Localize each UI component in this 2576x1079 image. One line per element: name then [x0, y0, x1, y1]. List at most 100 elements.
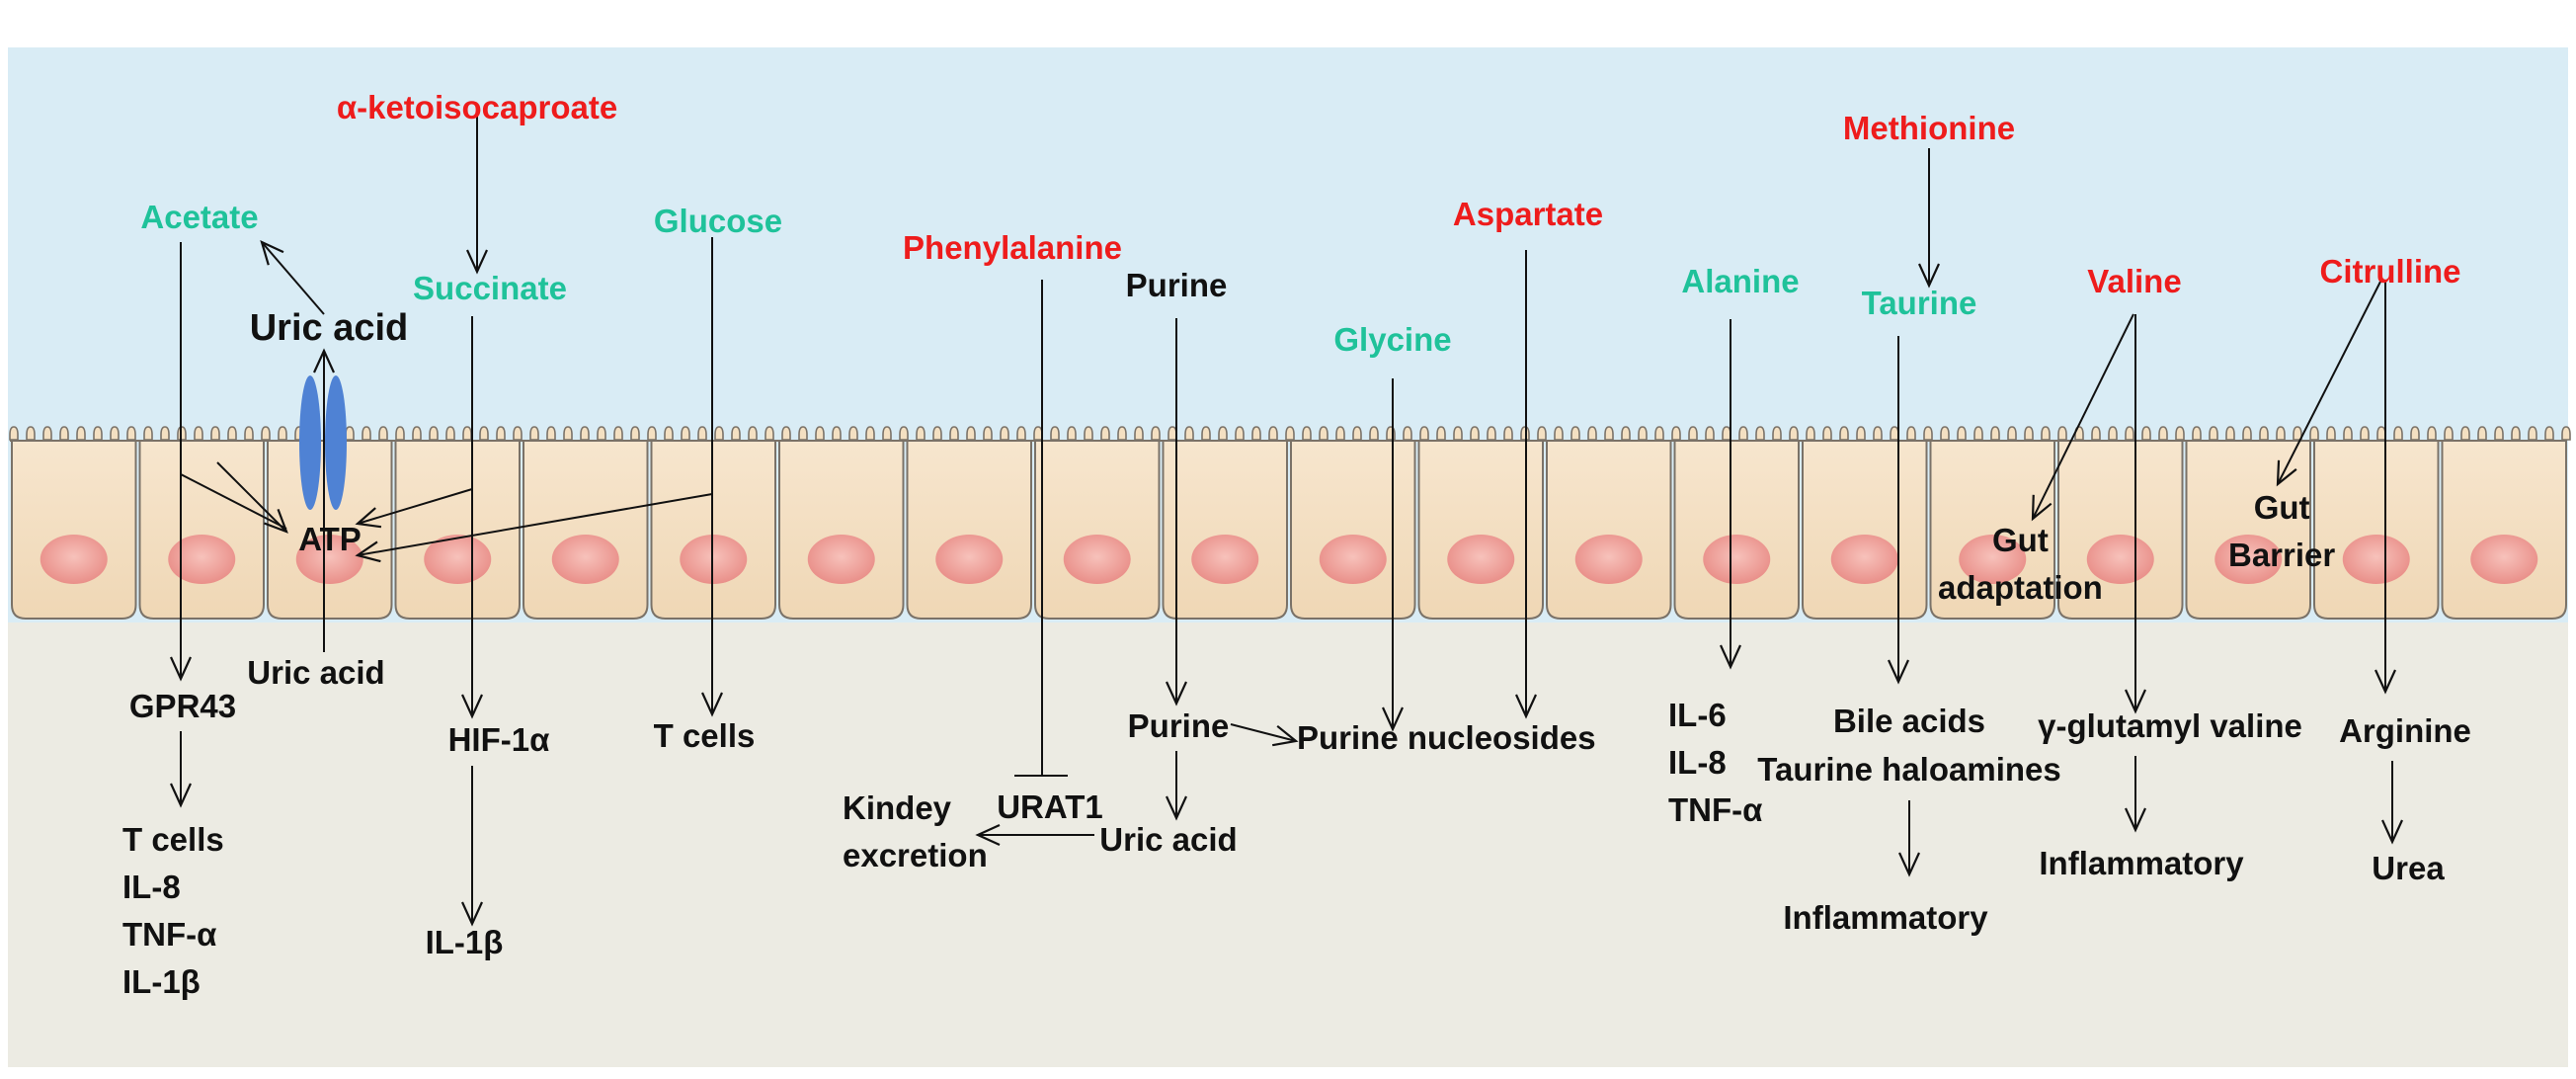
- cell-nucleus: [551, 535, 619, 584]
- label-succinate: Succinate: [413, 270, 567, 306]
- alanine-effect-tnfa: TNF-α: [1668, 791, 1763, 828]
- label-taurine: Taurine: [1861, 285, 1977, 321]
- gut-barrier-line-2: Barrier: [2228, 537, 2336, 573]
- label-uric-acid-basal: Uric acid: [247, 654, 385, 691]
- cell-nucleus: [1447, 535, 1515, 584]
- label-taurine-inflammatory: Inflammatory: [1783, 899, 1988, 936]
- label-purine-mid: Purine: [1127, 707, 1230, 744]
- label-phenylalanine: Phenylalanine: [903, 229, 1122, 266]
- cell-nucleus: [1319, 535, 1387, 584]
- cell-nucleus: [1191, 535, 1259, 584]
- label-glucose: Glucose: [653, 203, 783, 239]
- cell-nucleus: [295, 535, 363, 584]
- gut-barrier-line-1: Gut: [2253, 489, 2310, 526]
- epithelial-cells: [10, 440, 2567, 620]
- label-aspartate: Aspartate: [1452, 196, 1604, 232]
- label-il1b: IL-1β: [425, 924, 504, 960]
- epithelial-cell: [1802, 440, 1928, 620]
- acetate-effect-tnfa: TNF-α: [122, 916, 217, 953]
- arrow-glucose-to-atp: [355, 493, 713, 563]
- epithelial-cell: [138, 440, 265, 620]
- label-gpr43: GPR43: [128, 688, 237, 724]
- arrow-valine-to-gut-adaptation: [2031, 313, 2134, 522]
- epithelial-cell: [394, 440, 521, 620]
- gut-adaptation-line-2: adaptation: [1938, 569, 2103, 606]
- label-valine: Valine: [2087, 263, 2182, 299]
- gut-barrier-label: Gut Barrier: [2228, 484, 2335, 579]
- epithelial-cell: [1546, 440, 1672, 620]
- arrow-uric-acid-to-acetate: [260, 239, 325, 315]
- label-alanine: Alanine: [1681, 263, 1800, 299]
- epithelial-cell: [2057, 440, 2184, 620]
- epithelial-cell: [1034, 440, 1161, 620]
- epithelial-cell: [1929, 440, 2055, 620]
- cell-nucleus: [1574, 535, 1643, 584]
- epithelial-cell: [523, 440, 649, 620]
- label-bile-acids: Bile acids: [1832, 703, 1986, 739]
- cell-nucleus: [2342, 535, 2410, 584]
- label-atp: ATP: [298, 521, 362, 557]
- alanine-effect-il6: IL-6: [1668, 697, 1727, 733]
- microvilli: [9, 426, 2571, 441]
- transporter-left: [299, 375, 321, 510]
- kidney-excretion-line-2: excretion: [843, 837, 988, 873]
- label-uric-acid-lumen: Uric acid: [249, 307, 409, 349]
- label-arginine: Arginine: [2339, 712, 2471, 749]
- cell-nucleus: [2086, 535, 2154, 584]
- gut-adaptation-line-1: Gut: [1992, 522, 2049, 558]
- kidney-excretion-line-1: Kindey: [843, 789, 952, 826]
- cell-nucleus: [1830, 535, 1898, 584]
- label-acetate: Acetate: [140, 199, 259, 235]
- cell-nucleus: [1063, 535, 1131, 584]
- cell-nucleus: [680, 535, 748, 584]
- epithelial-cell: [2313, 440, 2440, 620]
- epithelial-cell: [650, 440, 776, 620]
- label-ketoisocaproate: α-ketoisocaproate: [336, 89, 618, 125]
- label-urat1: URAT1: [997, 788, 1103, 825]
- kidney-excretion-label: Kindey excretion: [843, 785, 988, 879]
- epithelial-cell: [2441, 440, 2567, 620]
- microvilli-fringe: [9, 426, 2571, 441]
- epithelial-cell: [1417, 440, 1544, 620]
- arrow-purine-to-nucleosides: [1230, 723, 1299, 747]
- label-taurine-haloamines: Taurine haloamines: [1757, 751, 2061, 788]
- acetate-effect-t-cells: T cells: [122, 821, 224, 858]
- label-urea: Urea: [2372, 850, 2445, 886]
- gut-adaptation-label: Gut adaptation: [1938, 517, 2103, 612]
- cell-nucleus: [2470, 535, 2538, 584]
- label-purine-top: Purine: [1125, 267, 1228, 303]
- cell-nucleus: [935, 535, 1004, 584]
- arrow-acetate-to-atp: [216, 461, 288, 534]
- label-purine-nucleosides: Purine nucleosides: [1297, 719, 1596, 756]
- epithelial-cell: [906, 440, 1032, 620]
- label-uric-acid-out: Uric acid: [1099, 821, 1238, 858]
- label-glycine: Glycine: [1333, 321, 1452, 358]
- label-glucose-t-cells: T cells: [653, 717, 756, 754]
- cell-nucleus: [1959, 535, 2027, 584]
- arrow-succinate-to-atp: [355, 488, 473, 529]
- epithelial-cell: [778, 440, 905, 620]
- cell-nucleus: [1703, 535, 1771, 584]
- cell-nucleus: [40, 535, 108, 584]
- epithelial-cell: [1290, 440, 1416, 620]
- acetate-effect-il1b: IL-1β: [122, 963, 201, 1000]
- cell-nucleus: [807, 535, 875, 584]
- alanine-effect-il8: IL-8: [1668, 744, 1727, 781]
- alanine-effects-list: IL-6 IL-8 TNF-α: [1668, 692, 1762, 834]
- epithelial-cell: [267, 440, 393, 620]
- epithelial-cell: [1673, 440, 1800, 620]
- pathway-arrows: [169, 115, 2404, 927]
- cell-nucleus: [424, 535, 492, 584]
- label-hif1a: HIF-1α: [447, 721, 550, 758]
- transporter-right: [325, 375, 347, 510]
- label-valine-inflammatory: Inflammatory: [2039, 845, 2244, 881]
- arrow-citrulline-to-gut-barrier: [2276, 281, 2381, 487]
- cell-nucleus: [2214, 535, 2283, 584]
- epithelial-cell: [1162, 440, 1288, 620]
- label-gamma-glutamyl-valine: γ-glutamyl valine: [2038, 707, 2302, 744]
- acetate-effect-il8: IL-8: [122, 869, 181, 905]
- cell-nucleus: [168, 535, 236, 584]
- acetate-effects-list: T cells IL-8 TNF-α IL-1β: [122, 816, 224, 1006]
